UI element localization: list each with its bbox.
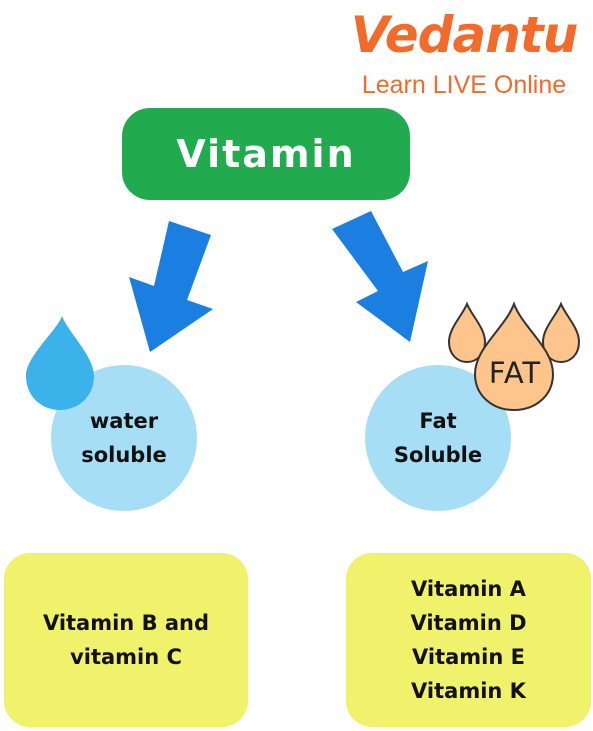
water-soluble-label-line-1: water [89, 409, 159, 433]
fat-drops-icon [447, 301, 581, 412]
arrow-left [129, 221, 213, 352]
fat-drop-label: FAT [488, 356, 542, 390]
fat-vitamin-item-4: Vitamin K [411, 679, 526, 703]
fat-drop-center [473, 301, 555, 412]
water-soluble-vitamins-card: Vitamin B and vitamin C [4, 553, 248, 727]
water-vitamin-item-2: vitamin C [70, 645, 182, 669]
water-soluble-label-line-2: soluble [81, 443, 167, 467]
fat-soluble-label-line-1: Fat [419, 409, 457, 433]
fat-soluble-vitamins-card: Vitamin A Vitamin D Vitamin E Vitamin K [346, 553, 591, 727]
fat-drop-left [447, 301, 487, 364]
logo-brand: Vedantu [350, 6, 579, 64]
vitamin-root-box: Vitamin [122, 108, 410, 200]
fat-vitamin-item-3: Vitamin E [412, 645, 525, 669]
arrow-right [332, 211, 428, 342]
logo-tagline: Learn LIVE Online [361, 71, 567, 99]
fat-soluble-label-line-2: Soluble [393, 443, 483, 467]
vedantu-logo: Vedantu Learn LIVE Online [338, 2, 590, 100]
water-vitamin-item-1: Vitamin B and [42, 611, 210, 635]
fat-vitamin-item-2: Vitamin D [410, 611, 527, 635]
water-drop-icon [26, 316, 94, 410]
fat-vitamin-item-1: Vitamin A [411, 577, 526, 601]
vitamin-root-label: Vitamin [176, 132, 356, 176]
fat-drop-right [541, 301, 581, 364]
